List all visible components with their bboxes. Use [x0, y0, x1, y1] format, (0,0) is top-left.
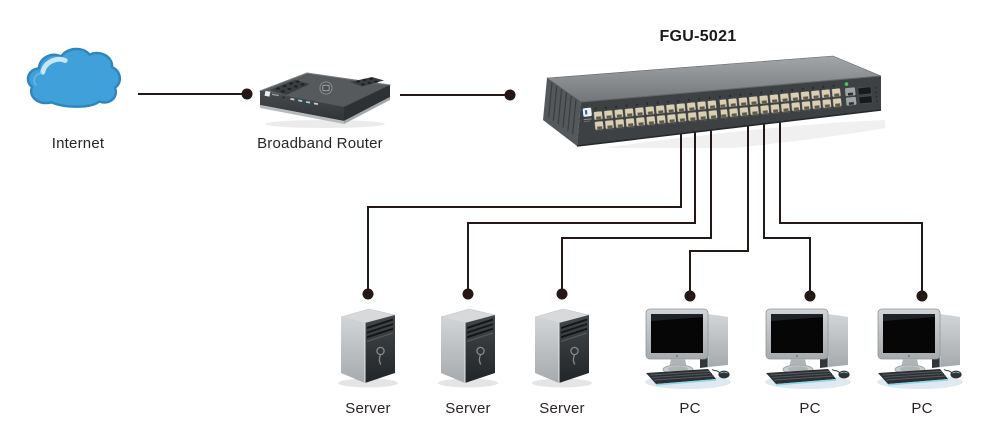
switch-icon — [543, 55, 885, 148]
connector-dot — [684, 290, 696, 302]
server-3-label: Server — [539, 400, 585, 417]
connector-dot — [556, 288, 568, 300]
node-router — [250, 64, 400, 130]
server-2-label: Server — [445, 400, 491, 417]
edge-switch-server-3 — [561, 120, 712, 294]
pc-2-label: PC — [799, 400, 821, 417]
internet-label: Internet — [51, 135, 105, 152]
connector-dot — [504, 89, 516, 101]
edge-switch-server-1 — [367, 120, 682, 294]
connector-dot — [241, 88, 253, 100]
node-server-3 — [526, 304, 598, 390]
connector-dot — [916, 290, 928, 302]
pc-3-label: PC — [911, 400, 933, 417]
pc-icon — [644, 308, 732, 390]
node-pc-1 — [642, 303, 738, 393]
node-pc-3 — [874, 303, 970, 393]
connector-dot — [362, 288, 374, 300]
server-icon — [337, 308, 399, 389]
pc-icon — [764, 308, 852, 390]
server-1-label: Server — [345, 400, 391, 417]
edge-switch-pc-2 — [763, 118, 811, 296]
server-icon — [437, 308, 499, 389]
edge-switch-pc-3 — [779, 118, 923, 296]
edge-switch-server-2 — [467, 120, 696, 294]
switch-model-label: FGU-5021 — [659, 28, 737, 45]
pc-1-label: PC — [679, 400, 701, 417]
router-label: Broadband Router — [257, 135, 383, 152]
node-internet — [22, 40, 124, 120]
edge-switch-pc-1 — [689, 118, 749, 296]
node-server-2 — [432, 304, 504, 390]
pc-icon — [876, 308, 964, 390]
connector-dot — [462, 288, 474, 300]
server-icon — [531, 308, 593, 389]
cloud-icon — [26, 47, 121, 108]
connector-dot — [804, 290, 816, 302]
node-switch — [533, 48, 885, 148]
broadband-router-icon — [258, 72, 392, 128]
node-server-1 — [332, 304, 404, 390]
node-pc-2 — [762, 303, 858, 393]
